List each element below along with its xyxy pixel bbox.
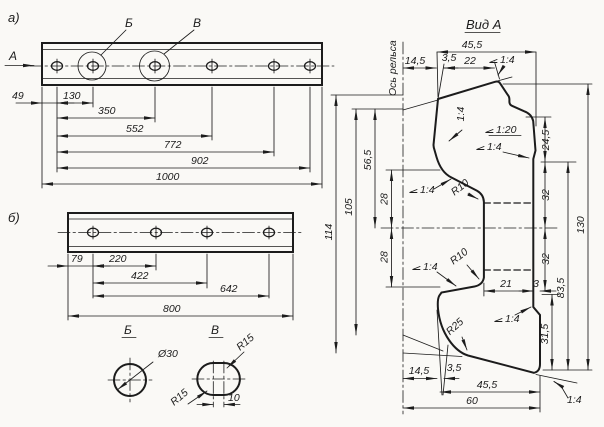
dim-left-28b: 28 (379, 251, 391, 264)
dim-772: 772 (164, 139, 182, 151)
dim-79: 79 (71, 253, 83, 265)
bolt-holes (86, 225, 276, 240)
bolt-holes (50, 58, 317, 74)
dim-350: 350 (98, 105, 116, 117)
detail-v-view: В R15 R15 10 (168, 323, 257, 408)
view-a-arrow-label: А (8, 49, 17, 63)
detail-v-r15-bottom: R15 (168, 387, 191, 409)
dim-right-24-5: 24,5 (540, 130, 552, 152)
bar-b-view: б) 79 220 422 642 800 (8, 210, 304, 321)
detail-v-r15-top: R15 (234, 332, 257, 354)
slope-1-20: 1:20 (496, 124, 517, 136)
view-title: Вид А (466, 17, 501, 32)
dim-21: 21 (499, 278, 512, 290)
dim-422: 422 (131, 270, 149, 282)
slope-bottom-right: 1:4 (567, 394, 582, 406)
dim-642: 642 (220, 283, 238, 295)
profile-outline (432, 80, 541, 374)
dim-1000: 1000 (156, 171, 180, 183)
callout-circle-v (139, 50, 170, 82)
dim-left-56-5: 56,5 (362, 150, 374, 171)
detail-b-view: Б Ø30 (107, 323, 178, 403)
radius-r10-lower: R10 (448, 246, 471, 267)
dim-right-32b: 32 (540, 253, 552, 265)
dim-top-3-5: 3,5 (442, 52, 457, 64)
dim-top-22: 22 (463, 55, 476, 67)
callout-b-label: Б (125, 16, 133, 30)
detail-b-title: Б (124, 323, 132, 337)
detail-v-title: В (211, 323, 219, 337)
dim-right-32a: 32 (540, 189, 552, 201)
dim-bot-45-5: 45,5 (477, 379, 498, 391)
dim-49: 49 (12, 90, 24, 102)
slope-step-1-4: 1:4 (487, 141, 502, 153)
dim-left-114: 114 (323, 223, 335, 240)
dim-left-28a: 28 (379, 193, 391, 206)
detail-b-diameter: Ø30 (157, 348, 178, 360)
slope-flange-1-4: 1:4 (505, 313, 520, 325)
dim-130: 130 (63, 90, 81, 102)
dim-right-83-5: 83,5 (555, 278, 567, 299)
dim-902: 902 (191, 155, 209, 167)
callout-circle-b (77, 51, 107, 81)
detail-v-width: 10 (228, 392, 240, 404)
bar-a-view: а) Б В А 49 130 350 552 (4, 10, 335, 189)
dim-800: 800 (163, 303, 181, 315)
callout-v-label: В (193, 16, 201, 30)
radius-r25: R25 (444, 316, 466, 338)
dim-bot-14-5: 14,5 (409, 365, 430, 377)
slope-upper-1-4: 1:4 (420, 184, 435, 196)
part-a-label: а) (8, 10, 20, 25)
dim-right-31-5: 31,5 (539, 324, 551, 345)
slope-rot-1-4: 1:4 (455, 107, 467, 122)
profile-view: Вид А Ось рельса (323, 17, 593, 415)
dim-220: 220 (108, 253, 127, 265)
dim-right-130: 130 (575, 216, 587, 234)
dim-3: 3 (533, 278, 539, 290)
dim-552: 552 (126, 123, 144, 135)
rail-axis-label: Ось рельса (387, 40, 399, 96)
slope-lower-1-4: 1:4 (423, 261, 438, 273)
dim-bot-3-5: 3,5 (447, 362, 462, 374)
dim-top-14-5: 14,5 (405, 55, 426, 67)
dim-top-45-5: 45,5 (462, 39, 483, 51)
dim-left-105: 105 (343, 198, 355, 216)
slope-top-1-4: 1:4 (500, 54, 515, 66)
dim-bot-60: 60 (466, 395, 478, 407)
part-b-label: б) (8, 210, 20, 225)
radius-r10-upper: R10 (449, 177, 472, 198)
